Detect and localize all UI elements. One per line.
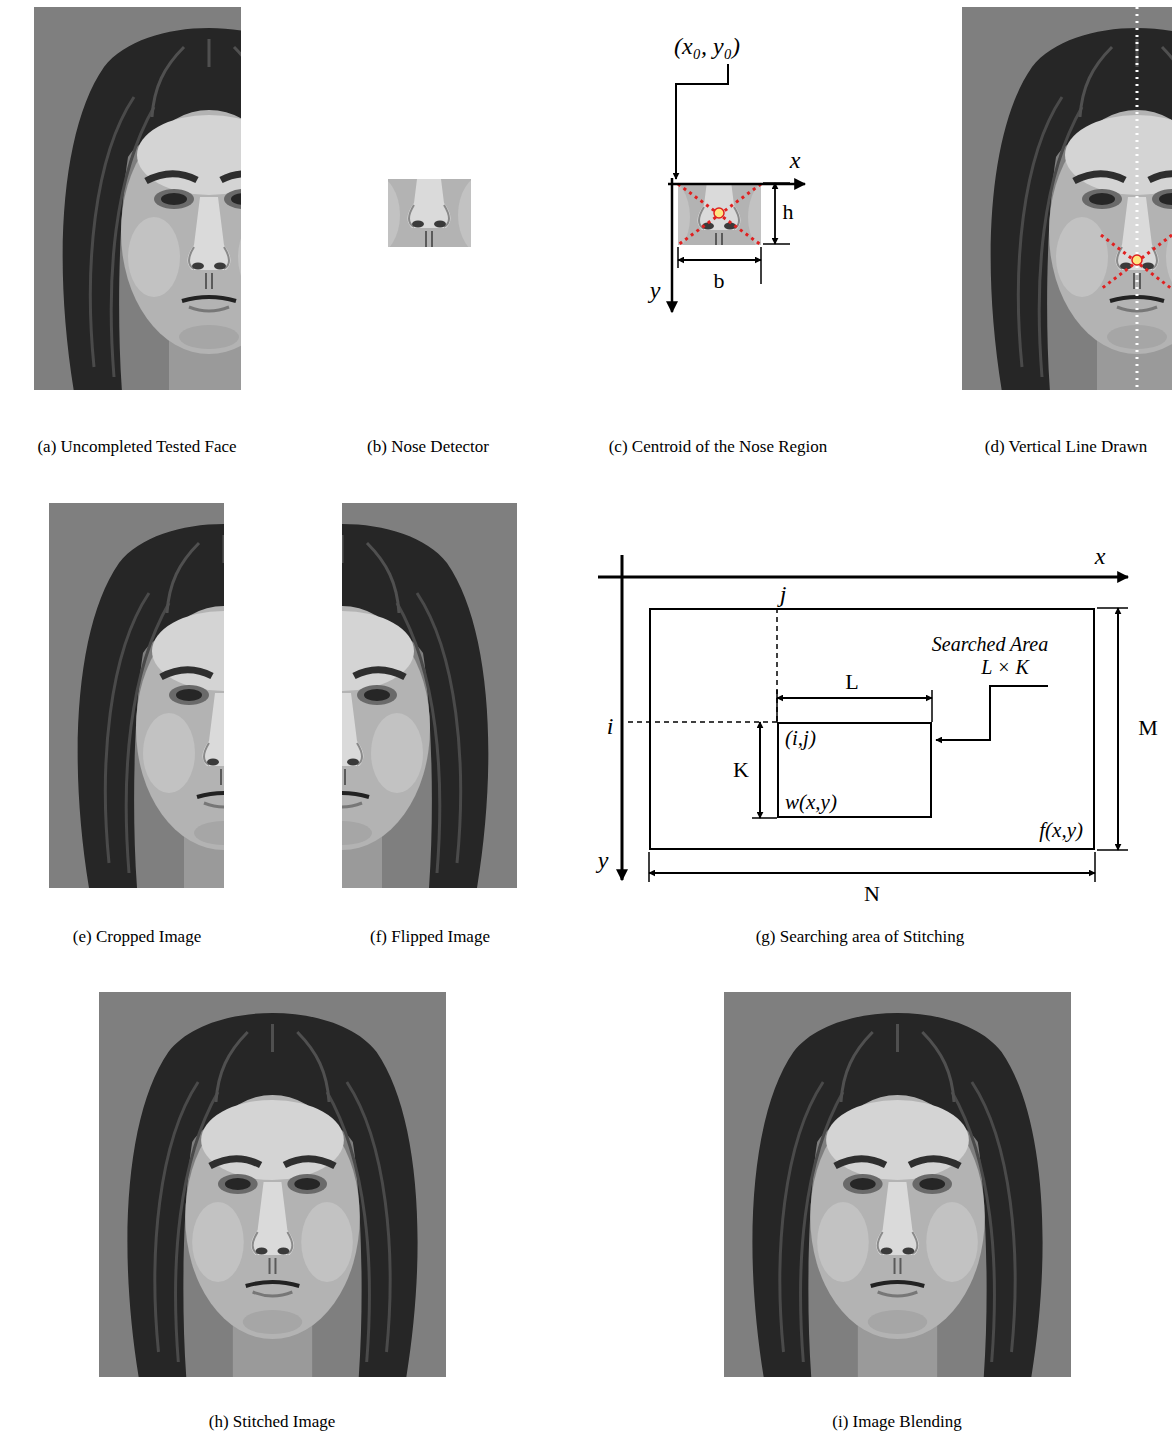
dimension-label: M <box>1138 716 1158 740</box>
axis-label: x <box>790 147 801 173</box>
dimension-label: b <box>714 269 725 293</box>
panel-caption: (f) Flipped Image <box>370 928 490 947</box>
node-text: (i,j) <box>785 727 816 750</box>
panel-caption: (c) Centroid of the Nose Region <box>609 438 828 457</box>
axis-label: y <box>650 277 661 303</box>
panel-caption: (e) Cropped Image <box>73 928 201 947</box>
node-text: f(x,y) <box>1039 819 1083 842</box>
axis-label: y <box>598 847 609 873</box>
node-text: w(x,y) <box>785 791 837 814</box>
panel-caption: (i) Image Blending <box>832 1413 961 1432</box>
axis-label: x <box>1095 543 1106 569</box>
panel-caption: (h) Stitched Image <box>209 1413 336 1432</box>
dimension-label: h <box>783 200 794 224</box>
callout-label: Searched Area <box>932 633 1048 655</box>
panel-caption: (d) Vertical Line Drawn <box>985 438 1148 457</box>
dimension-label: N <box>864 882 880 906</box>
search-window-box: (i,j) w(x,y) <box>777 722 932 818</box>
panel-caption: (b) Nose Detector <box>367 438 489 457</box>
index-label: j <box>780 581 787 607</box>
coordinate-label: (x₀, y₀) <box>674 33 740 59</box>
panel-caption: (a) Uncompleted Tested Face <box>37 438 236 457</box>
dimension-label: K <box>733 758 749 782</box>
panel-caption: (g) Searching area of Stitching <box>756 928 965 947</box>
callout-label: L × K <box>981 656 1029 678</box>
index-label: i <box>607 713 614 739</box>
dimension-label: L <box>845 670 858 694</box>
